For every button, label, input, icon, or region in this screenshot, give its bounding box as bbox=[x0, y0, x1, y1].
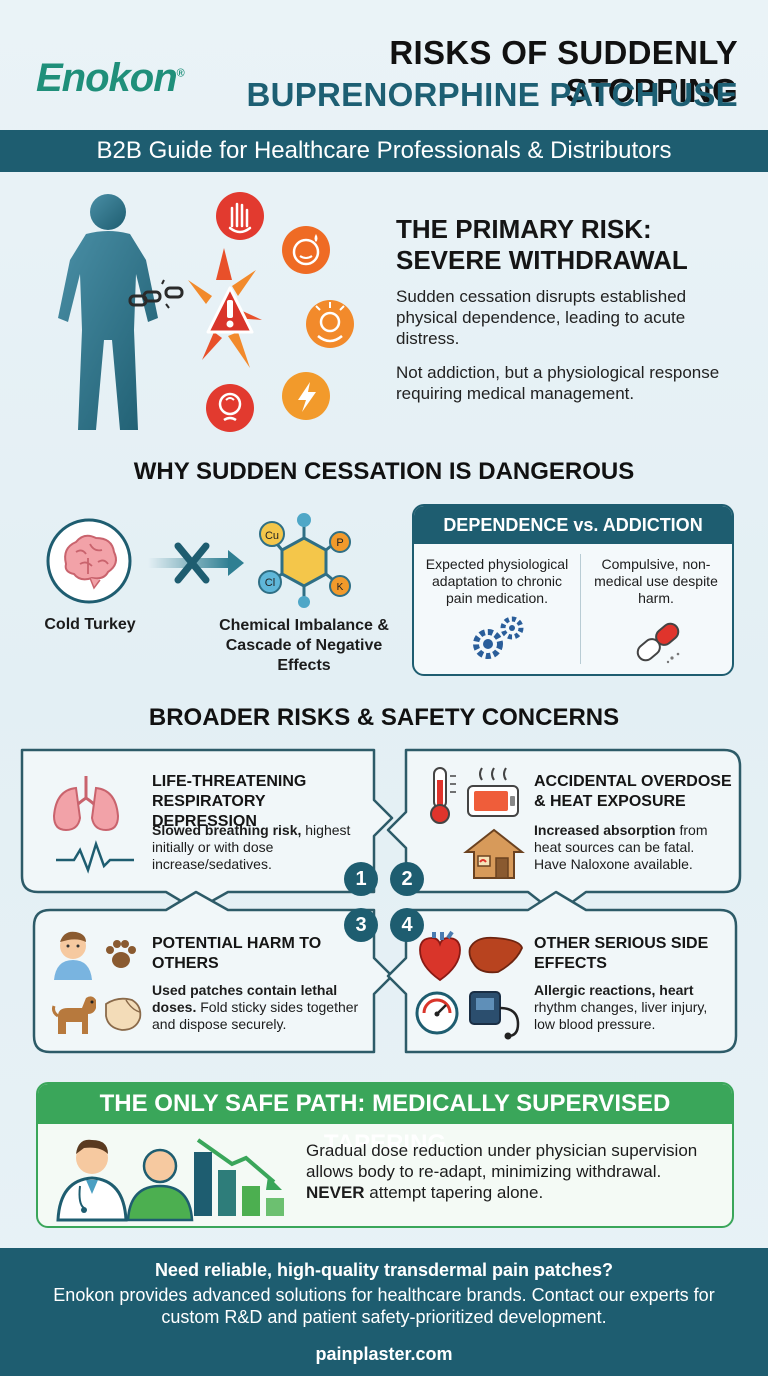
step-number-2: 2 bbox=[390, 862, 424, 896]
brain-icon bbox=[46, 518, 132, 604]
lungs-icon bbox=[52, 776, 120, 832]
step-number-3: 3 bbox=[344, 908, 378, 942]
footer: Need reliable, high-quality transdermal … bbox=[0, 1248, 768, 1376]
declining-bar-chart-icon bbox=[194, 1138, 284, 1216]
molecule-label-k: K bbox=[337, 582, 344, 593]
symptom-icons bbox=[206, 192, 354, 432]
respiratory-text: Slowed breathing risk, highest initially… bbox=[152, 822, 351, 872]
human-silhouette-icon bbox=[58, 194, 158, 430]
blood-pressure-cuff-icon bbox=[469, 991, 520, 1040]
footer-headline: Need reliable, high-quality transdermal … bbox=[154, 1260, 614, 1280]
heartbeat-line-icon bbox=[56, 840, 134, 874]
heart-organ-icon bbox=[419, 930, 461, 982]
step-number-1: 1 bbox=[344, 862, 378, 896]
chemical-imbalance-label: Chemical Imbalance & Cascade of Negative… bbox=[219, 617, 389, 674]
molecule-label-p: P bbox=[336, 537, 343, 549]
molecule-label-cu: Cu bbox=[265, 530, 279, 542]
blocked-arrow-icon bbox=[148, 542, 244, 584]
molecule-label-cl: Cl bbox=[265, 577, 275, 589]
primary-risk-title: THE PRIMARY RISK: SEVERE WITHDRAWAL bbox=[396, 214, 688, 275]
house-icon bbox=[463, 828, 525, 879]
paw-print-icon bbox=[106, 940, 136, 968]
side-effects-text: Allergic reactions, heart rhythm changes… bbox=[534, 982, 708, 1032]
head-pain-icon bbox=[206, 384, 254, 432]
gears-icon bbox=[473, 616, 524, 659]
dog-icon bbox=[52, 996, 96, 1034]
broken-chain-icon bbox=[128, 279, 184, 309]
dependence-vs-addiction-box: DEPENDENCE vs. ADDICTION Expected physio… bbox=[412, 504, 734, 676]
child-icon bbox=[54, 931, 92, 980]
footer-text: Enokon provides advanced solutions for h… bbox=[53, 1285, 715, 1327]
overdose-text: Increased absorption from heat sources c… bbox=[534, 822, 708, 872]
tapering-box: THE ONLY SAFE PATH: MEDICALLY SUPERVISED… bbox=[36, 1082, 734, 1228]
harm-others-title: POTENTIAL HARM TO OTHERS bbox=[152, 935, 322, 972]
primary-risk-text: Sudden cessation disrupts established ph… bbox=[396, 287, 687, 348]
dependence-text: Expected physiological adaptation to chr… bbox=[425, 556, 569, 606]
cold-turkey-label: Cold Turkey bbox=[44, 616, 136, 633]
doctor-patient-icon bbox=[56, 1139, 194, 1222]
pill-capsule-icon bbox=[636, 622, 680, 664]
thermometer-icon bbox=[430, 767, 456, 824]
liver-icon bbox=[468, 936, 523, 974]
step-number-4: 4 bbox=[390, 908, 424, 942]
heating-pad-icon bbox=[467, 767, 519, 817]
harm-others-text: Used patches contain lethal doses. Fold … bbox=[152, 982, 359, 1032]
sweating-face-icon bbox=[282, 226, 330, 274]
warning-burst-icon bbox=[188, 248, 262, 368]
respiratory-title: LIFE-THREATENING RESPIRATORY DEPRESSION bbox=[152, 773, 307, 830]
tapering-header: THE ONLY SAFE PATH: MEDICALLY SUPERVISED… bbox=[38, 1084, 732, 1157]
brand-logo: Enokon® bbox=[36, 56, 185, 100]
subtitle-bar: B2B Guide for Healthcare Professionals &… bbox=[0, 130, 768, 172]
used-patch-icon bbox=[105, 997, 142, 1031]
page-title-line2: BUPRENORPHINE PATCH USE bbox=[246, 76, 738, 113]
overdose-title: ACCIDENTAL OVERDOSE & HEAT EXPOSURE bbox=[534, 773, 732, 810]
page-title-line1: RISKS OF SUDDENLY STOPPING bbox=[389, 34, 738, 109]
molecule-icon: Cu P Cl K bbox=[258, 513, 351, 608]
broader-section-title: BROADER RISKS & SAFETY CONCERNS bbox=[148, 704, 620, 731]
primary-risk-note: Not addiction, but a physiological respo… bbox=[396, 363, 720, 403]
tremor-hand-icon bbox=[216, 192, 264, 240]
dependence-header: DEPENDENCE vs. ADDICTION bbox=[414, 506, 732, 544]
divider bbox=[580, 554, 581, 664]
side-effects-title: OTHER SERIOUS SIDE EFFECTS bbox=[534, 935, 709, 972]
why-section-title: WHY SUDDEN CESSATION IS DANGEROUS bbox=[133, 458, 635, 485]
tapering-text: Gradual dose reduction under physician s… bbox=[306, 1141, 698, 1202]
footer-url-link[interactable]: painplaster.com bbox=[315, 1344, 453, 1364]
addiction-text: Compulsive, non-medical use despite harm… bbox=[594, 556, 718, 606]
gauge-icon bbox=[415, 991, 459, 1035]
